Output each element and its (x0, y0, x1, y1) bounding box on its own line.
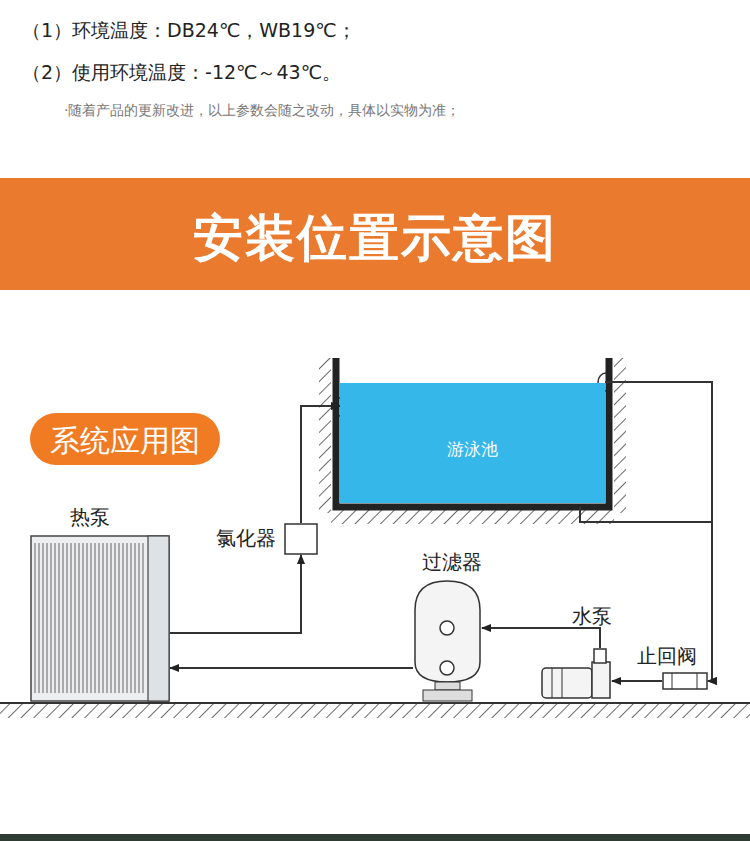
spec-note: ·随着产品的更新改进，以上参数会随之改动，具体以实物为准； (64, 102, 460, 120)
water-pump: 水泵 (540, 648, 612, 700)
ground-line (0, 702, 750, 704)
heat-pump-drawing (30, 535, 170, 702)
spec-note: （1）环境温度：DB24℃，WB19℃； (22, 18, 356, 44)
wall-hatch (331, 510, 614, 524)
title: 安装位置示意图 (0, 205, 750, 272)
pipe (580, 507, 712, 681)
check-valve: 止回阀 (662, 672, 708, 690)
filter: 过滤器 (405, 578, 490, 702)
water-pump-drawing (540, 648, 612, 700)
pipe (301, 406, 340, 523)
filter-drawing (405, 578, 490, 702)
spec-note: （2）使用环境温度：-12℃～43℃。 (22, 60, 341, 86)
pipe (170, 555, 301, 633)
part-label: 水泵 (572, 604, 612, 628)
part-label: 过滤器 (422, 550, 482, 574)
pipe (170, 667, 413, 669)
part-label: 止回阀 (637, 644, 697, 668)
wall-hatch (319, 358, 331, 513)
node-text: 系统应用图 (50, 421, 200, 462)
pipe (605, 382, 712, 681)
node-text: 游泳池 (340, 438, 605, 461)
title-band (0, 178, 750, 290)
pill-label: 系统应用图 (30, 413, 220, 465)
pool-wall (336, 358, 609, 507)
heat-pump: 热泵 (30, 535, 170, 702)
pool: 游泳池 (340, 383, 605, 503)
chlorinator: 氯化器 (284, 523, 318, 555)
part-label: 热泵 (70, 505, 110, 529)
chlorinator-drawing (284, 523, 318, 555)
bottom-bar (0, 834, 750, 841)
check-valve-drawing (662, 672, 708, 690)
pipe (612, 680, 662, 682)
pipe (482, 628, 600, 648)
part-label: 氯化器 (216, 526, 276, 550)
ground-hatch (0, 704, 750, 718)
